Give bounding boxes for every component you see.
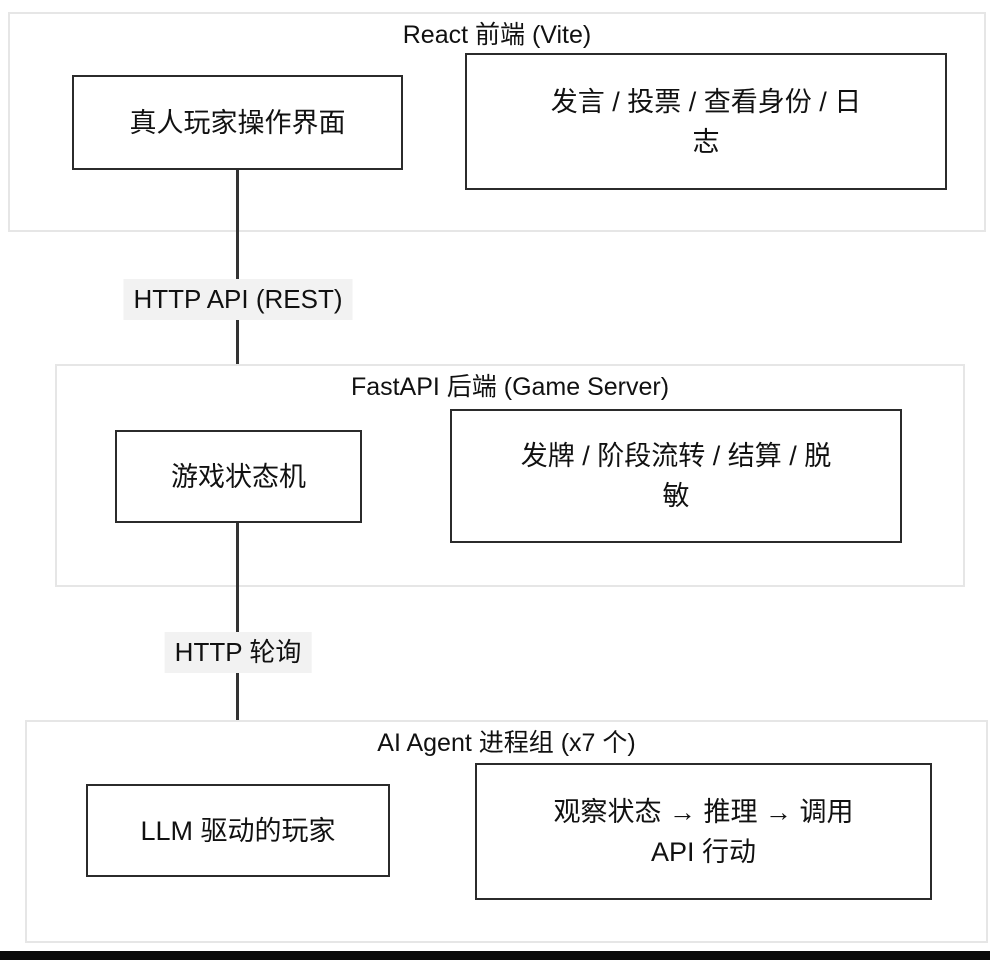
- node-game-state-machine: 游戏状态机: [115, 430, 362, 523]
- section-fastapi-backend: FastAPI 后端 (Game Server) 游戏状态机 发牌 / 阶段流转…: [55, 364, 965, 587]
- node-human-player-ui: 真人玩家操作界面: [72, 75, 403, 170]
- section-react-frontend: React 前端 (Vite) 真人玩家操作界面 发言 / 投票 / 查看身份 …: [8, 12, 986, 232]
- node-label: LLM 驱动的玩家: [140, 815, 336, 846]
- node-label: 游戏状态机: [171, 461, 306, 492]
- node-label: 观察状态 → 推理 → 调用 API 行动: [553, 796, 854, 867]
- section-title-fastapi-backend: FastAPI 后端 (Game Server): [350, 373, 670, 401]
- node-frontend-actions: 发言 / 投票 / 查看身份 / 日 志: [465, 53, 947, 190]
- node-label: 发言 / 投票 / 查看身份 / 日 志: [550, 86, 862, 157]
- section-title-react-frontend: React 前端 (Vite): [402, 21, 592, 49]
- bottom-black-bar: [0, 951, 990, 960]
- section-ai-agents: AI Agent 进程组 (x7 个) LLM 驱动的玩家 观察状态 → 推理 …: [25, 720, 988, 943]
- node-agent-loop: 观察状态 → 推理 → 调用 API 行动: [475, 763, 932, 900]
- node-label: 真人玩家操作界面: [129, 107, 346, 138]
- node-backend-actions: 发牌 / 阶段流转 / 结算 / 脱 敏: [450, 409, 902, 543]
- edge-label-http-api: HTTP API (REST): [123, 279, 353, 320]
- node-llm-driven-player: LLM 驱动的玩家: [86, 784, 390, 877]
- node-label: 发牌 / 阶段流转 / 结算 / 脱 敏: [520, 441, 832, 511]
- section-title-ai-agents: AI Agent 进程组 (x7 个): [377, 729, 636, 757]
- edge-label-http-polling: HTTP 轮询: [164, 632, 312, 673]
